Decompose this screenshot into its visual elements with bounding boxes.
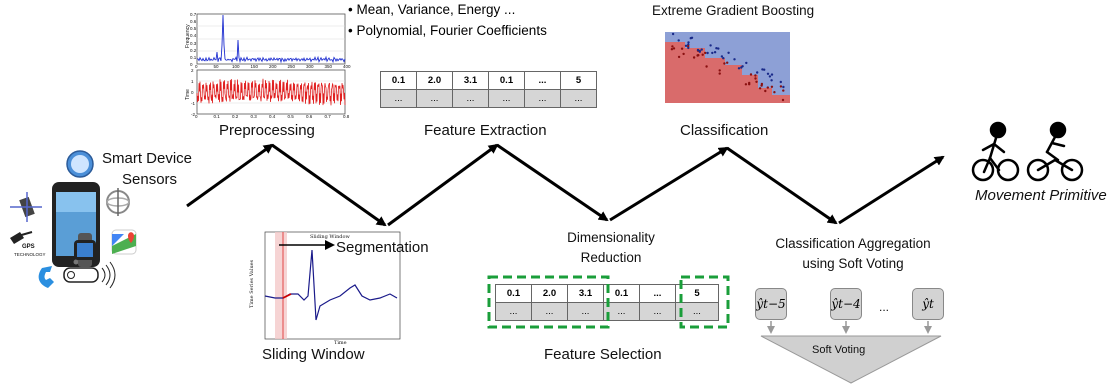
soft-voting-label: Soft Voting: [812, 344, 865, 356]
